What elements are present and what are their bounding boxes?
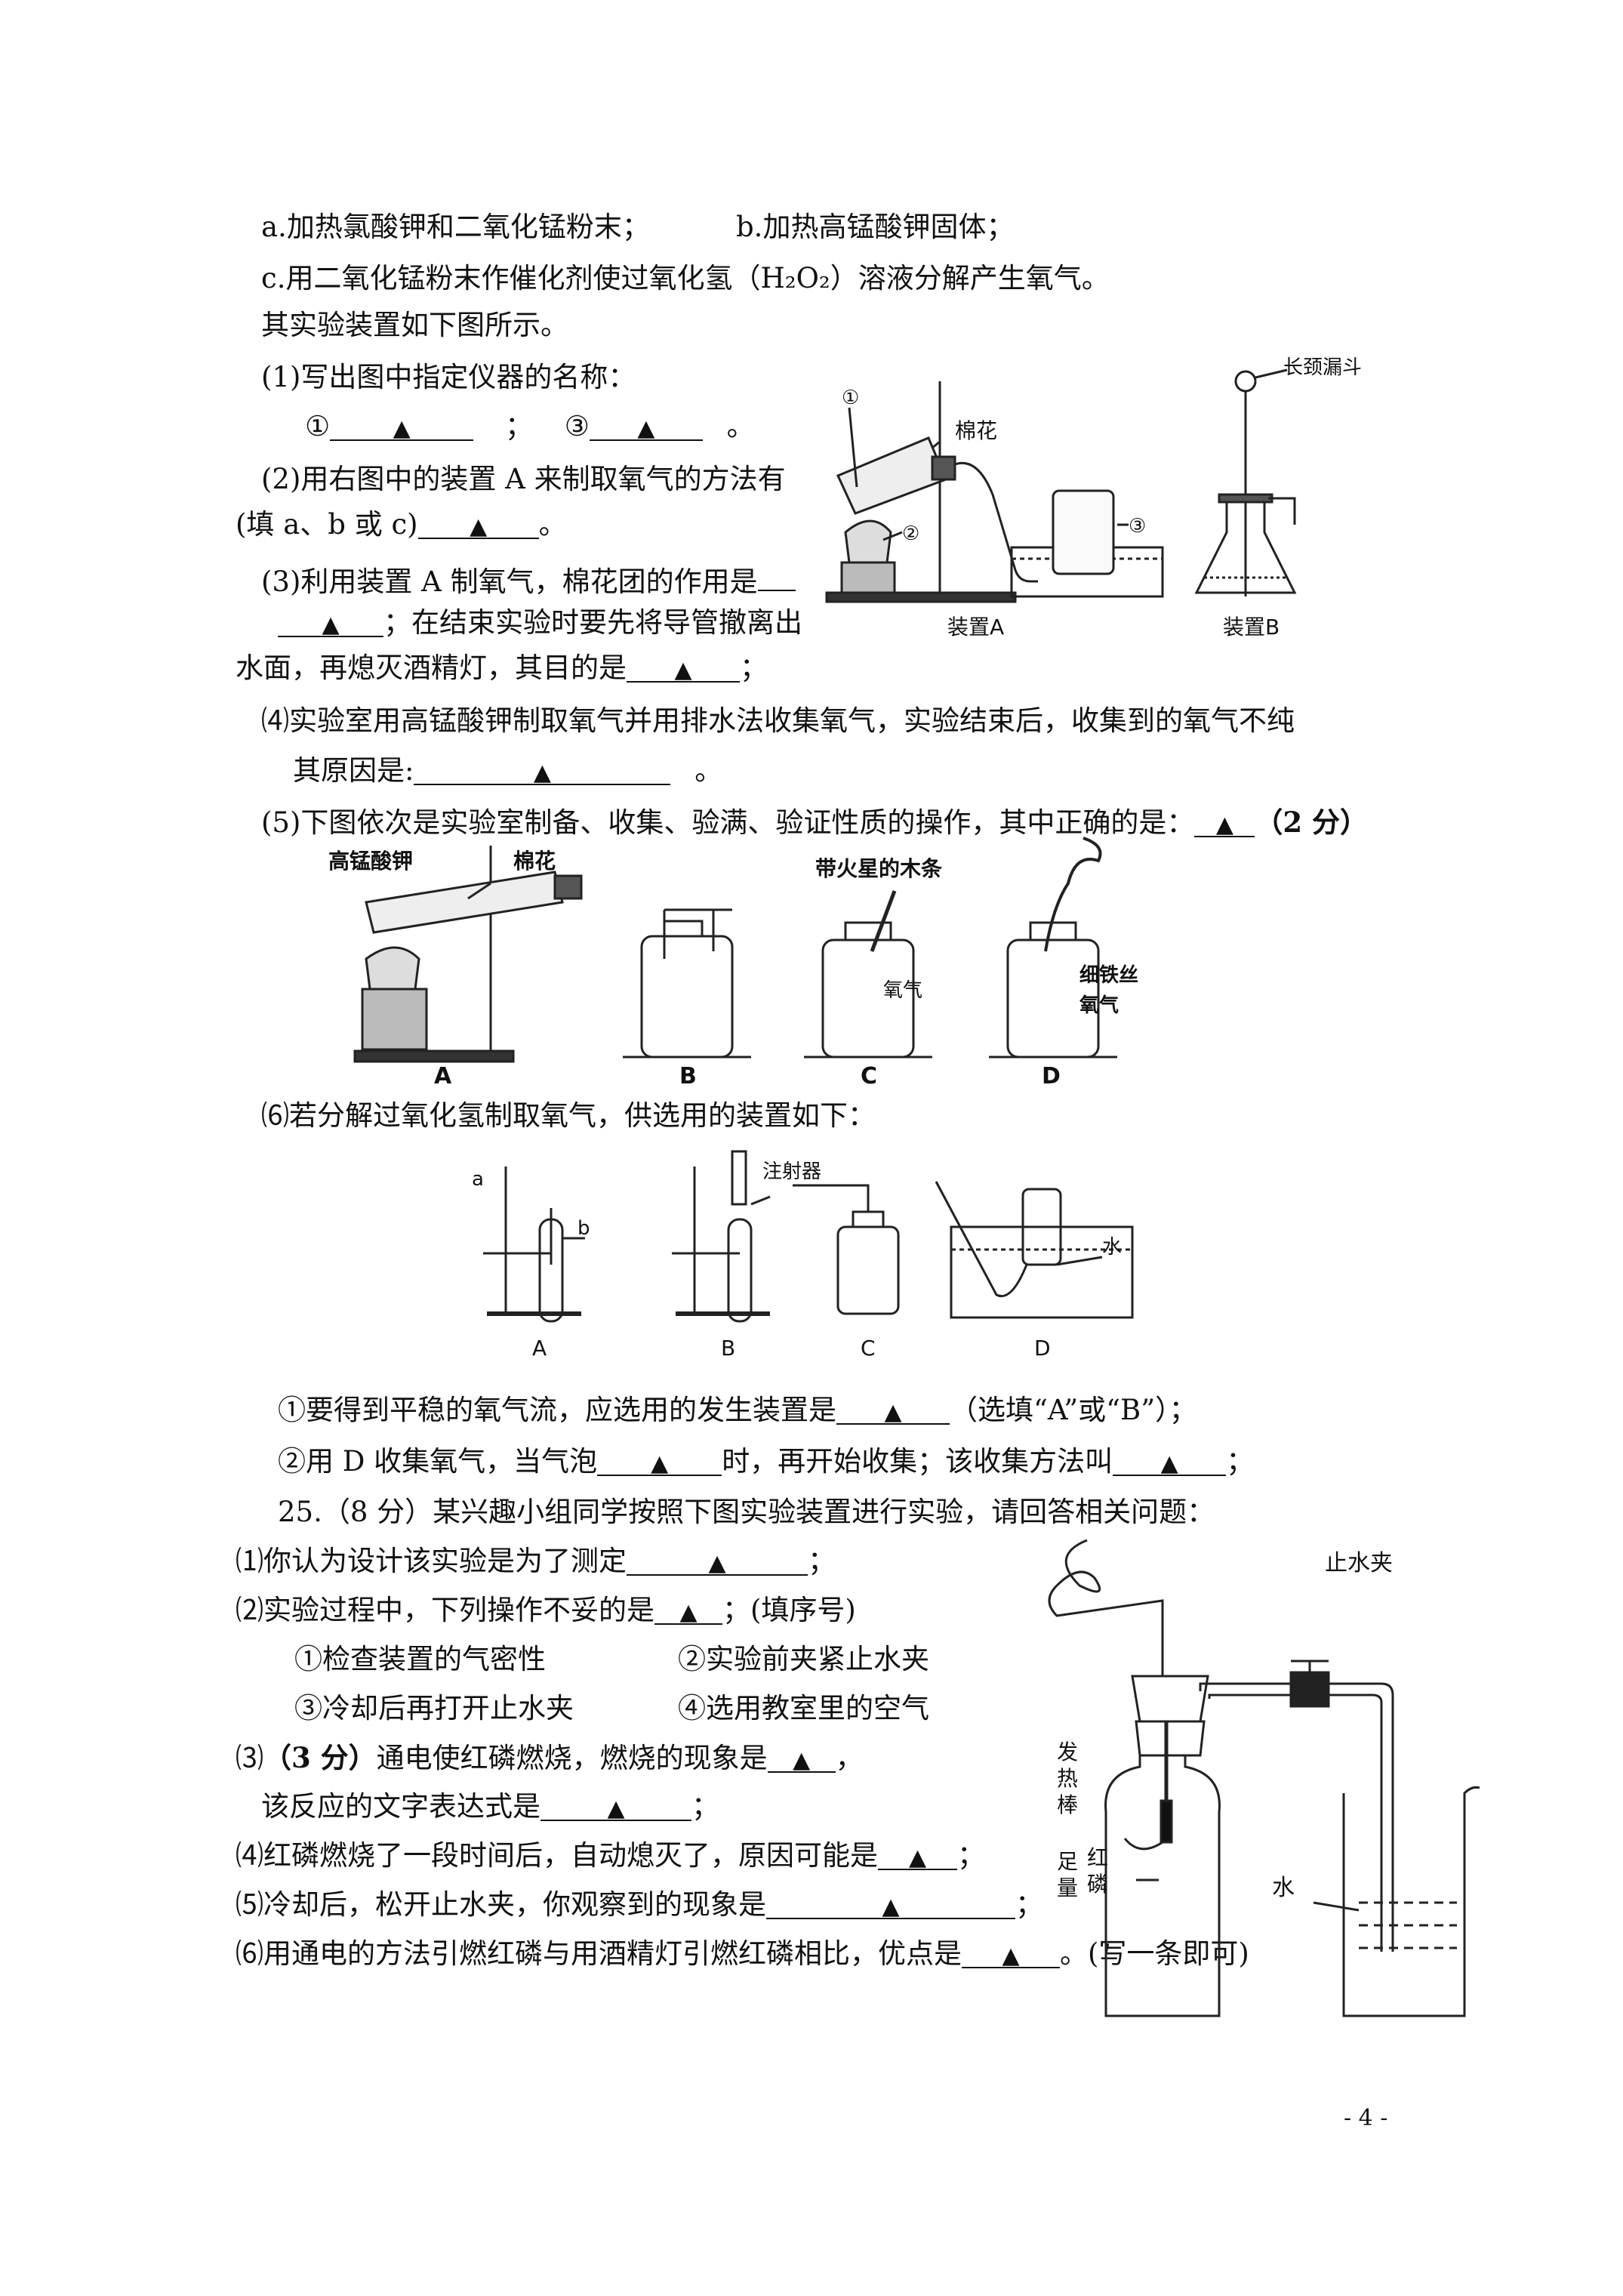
label-n2: ② [902, 522, 919, 545]
answer-triangle: ▲ [470, 513, 488, 540]
question-3-cont2: 水面，再熄灭酒精灯，其目的是▲； [236, 652, 768, 684]
part-1: ⑴你认为设计该实验是为了测定▲； [236, 1545, 836, 1577]
question-5: (5)下图依次是实验室制备、收集、验满、验证性质的操作，其中正确的是：▲（2 分… [261, 806, 1369, 839]
answer-triangle: ▲ [637, 415, 655, 442]
label-op-b: B [679, 1063, 697, 1089]
answer-triangle: ▲ [322, 612, 340, 638]
label-op-c: C [861, 1063, 877, 1089]
label-water: 水 [1102, 1236, 1122, 1259]
label-apparatus-b: 装置B [1223, 615, 1280, 639]
label-enough-2: 量 [1057, 1875, 1078, 1900]
answer-triangle: ▲ [533, 760, 551, 786]
label-rod-2: 热 [1057, 1766, 1078, 1791]
label-cotton-2: 棉花 [513, 849, 556, 874]
label-iron-wire: 细铁丝 [1079, 963, 1138, 987]
question-2-cont: (填 a、b 或 c)▲。 [236, 508, 567, 541]
part-2: ⑵实验过程中，下列操作不妥的是▲；(填序号) [236, 1594, 856, 1626]
label-kmno4: 高锰酸钾 [328, 849, 413, 874]
label-apparatus-a: 装置A [947, 615, 1004, 639]
page-number: - 4 - [1344, 2105, 1388, 2131]
answer-triangle: ▲ [651, 1450, 669, 1477]
label-n1: ① [842, 387, 859, 409]
label-b-small: b [577, 1217, 590, 1240]
part-2-option-2: ②实验前夹紧止水夹 [678, 1643, 929, 1675]
label-cotton: 棉花 [955, 418, 997, 443]
answer-triangle: ▲ [1215, 812, 1233, 838]
answer-triangle: ▲ [1160, 1450, 1178, 1477]
label-funnel: 长颈漏斗 [1283, 356, 1362, 379]
answer-triangle: ▲ [908, 1845, 927, 1871]
label-red-1: 红 [1087, 1845, 1108, 1870]
label-enough-1: 足 [1057, 1849, 1078, 1874]
label-red-2: 磷 [1087, 1872, 1108, 1897]
question-3-cont: ▲；在结束实验时要先将导管撤离出 [278, 606, 802, 640]
question-6: ⑹若分解过氧化氢制取氧气，供选用的装置如下： [261, 1099, 876, 1132]
part-3: ⑶（3 分）通电使红磷燃烧，燃烧的现象是▲， [236, 1741, 864, 1774]
question-6-2: ②用 D 收集氧气，当气泡▲时，再开始收集；该收集方法叫▲； [278, 1445, 1255, 1478]
part-5: ⑸冷却后，松开止水夹，你观察到的现象是▲； [236, 1888, 1043, 1921]
label-oxygen-d: 氧气 [1079, 994, 1119, 1017]
answer-triangle: ▲ [393, 415, 411, 442]
question-6-1: ①要得到平稳的氧气流，应选用的发生装置是▲（选填“A”或“B”）； [278, 1394, 1197, 1426]
label-rod-3: 棒 [1057, 1792, 1078, 1817]
label-dev-c: C [861, 1336, 876, 1361]
part-2-option-4: ④选用教室里的空气 [678, 1692, 929, 1724]
label-op-a: A [434, 1063, 452, 1089]
option-b: b.加热高锰酸钾固体； [736, 211, 1015, 243]
label-water-beaker: 水 [1272, 1875, 1295, 1901]
figure-operations: 高锰酸钾 棉花 带火星的木条 氧气 细铁丝 氧气 A B C D [328, 837, 1138, 1089]
answer-triangle: ▲ [882, 1894, 900, 1920]
part-4: ⑷红磷燃烧了一段时间后，自动熄灭了，原因可能是▲； [236, 1839, 985, 1872]
answer-triangle: ▲ [1002, 1943, 1020, 1969]
figure-apparatus-a-b: 棉花 ① ② ③ 长颈漏斗 装置A 装置B [825, 356, 1362, 639]
intro-line: 其实验装置如下图所示。 [261, 309, 568, 341]
answer-triangle: ▲ [708, 1550, 726, 1576]
label-op-d: D [1042, 1063, 1061, 1089]
label-a-small: a [472, 1168, 484, 1191]
answer-triangle: ▲ [674, 657, 692, 683]
answer-triangle: ▲ [607, 1795, 625, 1822]
label-clamp: 止水夹 [1325, 1550, 1393, 1576]
label-rod-1: 发 [1057, 1740, 1078, 1764]
answer-triangle: ▲ [793, 1747, 811, 1774]
question-25: 25.（8 分）某兴趣小组同学按照下图实验装置进行实验，请回答相关问题： [278, 1496, 1215, 1528]
part-3-cont: 该反应的文字表达式是▲； [261, 1790, 719, 1823]
answer-triangle: ▲ [884, 1399, 902, 1425]
option-c: c.用二氧化锰粉末作催化剂使过氧化氢（H₂O₂）溶液分解产生氧气。 [261, 262, 1110, 294]
answer-triangle: ▲ [679, 1599, 698, 1626]
label-oxygen-c: 氧气 [883, 979, 922, 1002]
part-6: ⑹用通电的方法引燃红磷与用酒精灯引燃红磷相比，优点是▲。(写一条即可) [236, 1937, 1249, 1970]
figure-h2o2-devices: a b 注射器 水 A B C D [472, 1150, 1134, 1361]
label-syringe: 注射器 [762, 1160, 821, 1183]
label-dev-b: B [721, 1336, 735, 1361]
question-2: (2)用右图中的装置 A 来制取氧气的方法有 [261, 463, 786, 495]
part-2-option-1: ①检查装置的气密性 [294, 1643, 546, 1675]
option-a: a.加热氯酸钾和二氧化锰粉末； [261, 211, 650, 243]
question-3: (3)利用装置 A 制氧气，棉花团的作用是 [261, 559, 796, 599]
question-1: (1)写出图中指定仪器的名称： [261, 361, 636, 393]
question-1-blanks: ①▲ ； ③▲ 。 [305, 410, 755, 442]
part-2-option-3: ③冷却后再打开止水夹 [294, 1692, 574, 1724]
question-4: ⑷实验室用高锰酸钾制取氧气并用排水法收集氧气，实验结束后，收集到的氧气不纯 [261, 704, 1295, 737]
question-4-cont: 其原因是:▲ 。 [293, 754, 723, 787]
label-splint: 带火星的木条 [815, 856, 942, 881]
label-n3: ③ [1129, 515, 1146, 538]
label-dev-a: A [532, 1336, 547, 1361]
label-dev-d: D [1034, 1336, 1051, 1361]
figure-phosphorus-apparatus: 止水夹 发 热 棒 水 足 量 红 磷 [1048, 1539, 1480, 2017]
